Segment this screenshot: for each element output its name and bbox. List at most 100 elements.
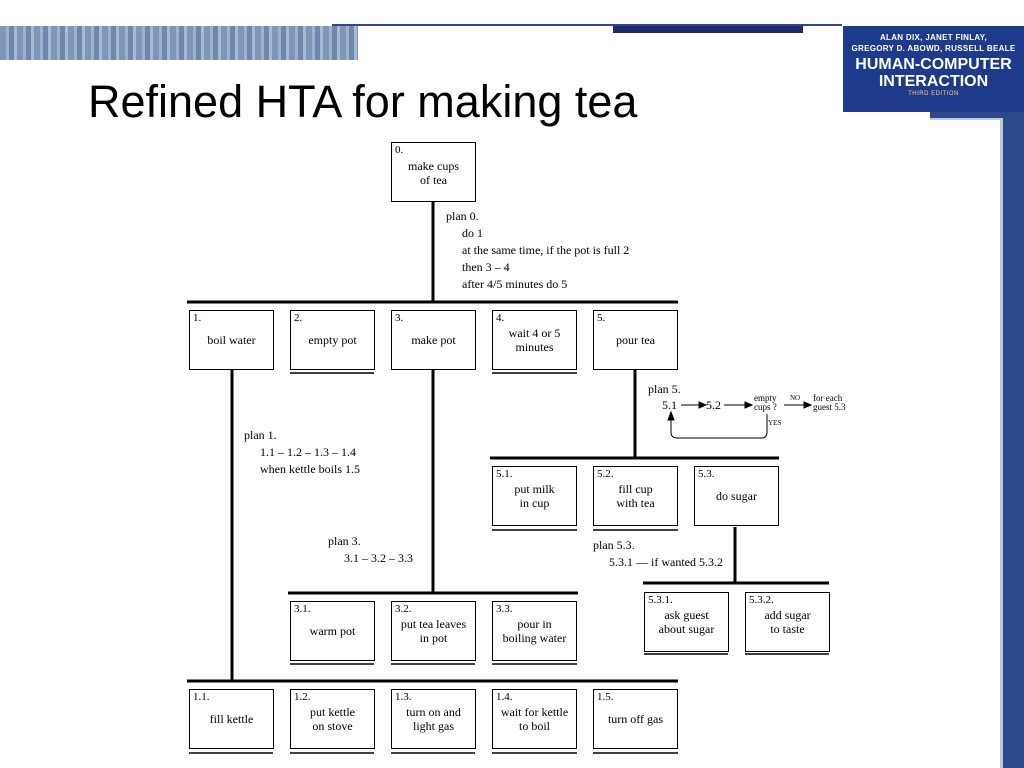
plan-5-step-2: 5.2 bbox=[706, 398, 721, 412]
task-label-line-1: fill cup bbox=[618, 482, 653, 496]
task-number: 5.3. bbox=[698, 468, 715, 480]
plan-line: 3.1 – 3.2 – 3.3 bbox=[344, 551, 413, 565]
task-label-line-1: wait 4 or 5 bbox=[508, 326, 561, 340]
task-0: 0. make cups of tea bbox=[391, 142, 476, 202]
plan-title: plan 5.3. bbox=[593, 538, 635, 552]
right-rule-decoration bbox=[930, 112, 1024, 118]
task-5-3: 5.3. do sugar bbox=[694, 466, 779, 526]
task-number: 1.1. bbox=[193, 691, 210, 703]
task-label-line-2: on stove bbox=[312, 719, 353, 733]
task-4: 4. wait 4 or 5 minutes bbox=[492, 310, 577, 370]
task-3-3: 3.3. pour in boiling water bbox=[492, 601, 577, 661]
book-title: HUMAN-COMPUTER INTERACTION bbox=[843, 56, 1024, 90]
task-label-line-1: turn on and bbox=[406, 705, 461, 719]
plan-line: when kettle boils 1.5 bbox=[260, 462, 360, 476]
plan-line: do 1 bbox=[462, 226, 483, 240]
task-label-line-1: ask guest bbox=[664, 608, 709, 622]
arrowhead-52-q bbox=[744, 401, 754, 409]
plan-5-question-line-1: empty bbox=[754, 393, 777, 403]
plan-5-result-line-2: guest 5.3 bbox=[813, 402, 846, 412]
book-authors: ALAN DIX, JANET FINLAY, GREGORY D. ABOWD… bbox=[843, 32, 1024, 54]
task-number: 5.3.2. bbox=[749, 594, 774, 606]
task-number: 1.2. bbox=[294, 691, 311, 703]
plan-line: at the same time, if the pot is full 2 bbox=[462, 243, 630, 257]
plan-5-3: plan 5.3. 5.3.1 — if wanted 5.3.2 bbox=[593, 537, 723, 571]
task-label-line-1: put tea leaves bbox=[400, 617, 467, 631]
plan-title: plan 1. bbox=[244, 428, 277, 442]
task-label-line-1: make pot bbox=[411, 333, 456, 347]
task-5-1: 5.1. put milk in cup bbox=[492, 466, 577, 526]
task-number: 3. bbox=[395, 312, 404, 324]
plan-line: then 3 – 4 bbox=[462, 260, 510, 274]
task-label-line-2: boiling water bbox=[502, 631, 567, 645]
book-authors-line-2: GREGORY D. ABOWD, RUSSELL BEALE bbox=[851, 44, 1016, 53]
task-number: 1. bbox=[193, 312, 202, 324]
book-title-line-1: HUMAN-COMPUTER bbox=[855, 56, 1012, 73]
task-3-1: 3.1. warm pot bbox=[290, 601, 375, 661]
plan-title: plan 3. bbox=[328, 534, 361, 548]
task-label-line-1: pour in bbox=[517, 617, 552, 631]
yes-loop bbox=[670, 414, 768, 439]
plan-5-title: plan 5. bbox=[648, 382, 681, 396]
task-label-line-1: turn off gas bbox=[607, 712, 664, 726]
header-dark-bar-decoration bbox=[613, 26, 803, 33]
task-number: 5.2. bbox=[597, 468, 614, 480]
slide-title: Refined HTA for making tea bbox=[88, 76, 638, 127]
plan-5-step-1: 5.1 bbox=[662, 398, 677, 412]
plan-5-yes-label: YES bbox=[768, 419, 782, 427]
plan-5-question-line-2: cups ? bbox=[754, 402, 777, 412]
task-number: 5.3.1. bbox=[648, 594, 673, 606]
plan-line: 5.3.1 — if wanted 5.3.2 bbox=[609, 555, 723, 569]
header-rule-decoration bbox=[332, 24, 842, 26]
task-number: 4. bbox=[496, 312, 505, 324]
plan-5-result-line-1: for each bbox=[813, 393, 843, 403]
plan-line: 1.1 – 1.2 – 1.3 – 1.4 bbox=[260, 445, 356, 459]
right-side-light-bar-decoration bbox=[1000, 120, 1003, 768]
header-stripe-decoration bbox=[0, 26, 358, 60]
task-label-line-2: in cup bbox=[519, 496, 550, 510]
task-number: 3.3. bbox=[496, 603, 513, 615]
task-number: 0. bbox=[395, 144, 404, 156]
task-label-line-1: boil water bbox=[207, 333, 256, 347]
task-label-line-1: wait for kettle bbox=[500, 705, 569, 719]
plan-line: after 4/5 minutes do 5 bbox=[462, 277, 568, 291]
task-1-5: 1.5. turn off gas bbox=[593, 689, 678, 749]
right-side-bar-decoration bbox=[1003, 112, 1024, 768]
task-number: 3.1. bbox=[294, 603, 311, 615]
task-label-line-1: do sugar bbox=[716, 489, 757, 503]
task-label-line-2: in pot bbox=[419, 631, 448, 645]
task-label-line-1: pour tea bbox=[616, 333, 655, 347]
plan-3: plan 3. 3.1 – 3.2 – 3.3 bbox=[328, 533, 413, 567]
task-number: 1.5. bbox=[597, 691, 614, 703]
right-rule-light-decoration bbox=[930, 118, 1024, 120]
task-label-line-1: put kettle bbox=[310, 705, 355, 719]
book-edition: THIRD EDITION bbox=[908, 91, 959, 97]
task-label-line-1: put milk bbox=[514, 482, 555, 496]
task-label-line-1: warm pot bbox=[309, 624, 356, 638]
task-5-3-2: 5.3.2. add sugar to taste bbox=[745, 592, 830, 652]
task-label-line-1: empty pot bbox=[308, 333, 357, 347]
task-3: 3. make pot bbox=[391, 310, 476, 370]
task-number: 1.4. bbox=[496, 691, 513, 703]
task-5-2: 5.2. fill cup with tea bbox=[593, 466, 678, 526]
task-number: 5. bbox=[597, 312, 606, 324]
book-title-line-2: INTERACTION bbox=[878, 73, 989, 90]
plan5-flow bbox=[667, 401, 813, 439]
task-label-line-2: to taste bbox=[770, 622, 805, 636]
task-number: 2. bbox=[294, 312, 303, 324]
arrowhead-yes-loop bbox=[667, 410, 675, 421]
task-number: 5.1. bbox=[496, 468, 513, 480]
task-label-line-1: add sugar bbox=[764, 608, 811, 622]
book-cover-logo: ALAN DIX, JANET FINLAY, GREGORY D. ABOWD… bbox=[843, 26, 1024, 112]
leaf-underlines bbox=[189, 372, 829, 754]
plan-title: plan 0. bbox=[446, 209, 479, 223]
task-label-line-2: light gas bbox=[413, 719, 454, 733]
plan-1: plan 1. 1.1 – 1.2 – 1.3 – 1.4 when kettl… bbox=[244, 427, 360, 478]
arrowhead-51-52 bbox=[698, 401, 708, 409]
task-label-line-2: of tea bbox=[420, 173, 447, 187]
task-label-line-2: to boil bbox=[518, 719, 550, 733]
plan-0: plan 0. do 1 at the same time, if the po… bbox=[446, 208, 629, 293]
task-5: 5. pour tea bbox=[593, 310, 678, 370]
task-number: 3.2. bbox=[395, 603, 412, 615]
